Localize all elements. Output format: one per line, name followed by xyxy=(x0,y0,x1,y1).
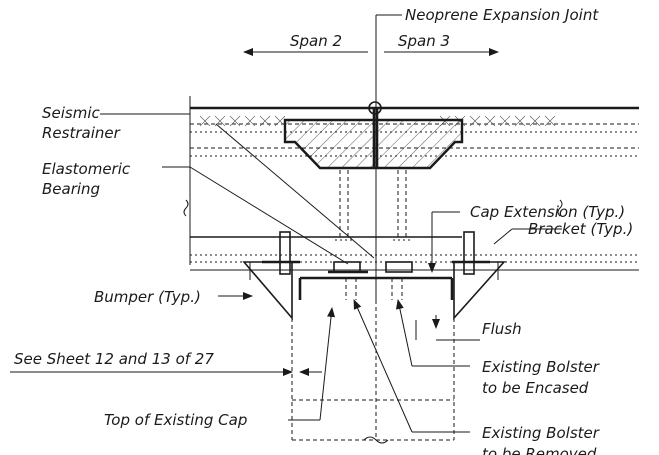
label-top-existing-cap: Top of Existing Cap xyxy=(104,411,247,429)
label-seismic-1: Seismic xyxy=(42,104,101,122)
joint-seal xyxy=(368,101,382,115)
label-bolster-removed-2: to be Removed xyxy=(482,445,597,455)
label-neoprene-joint: Neoprene Expansion Joint xyxy=(405,6,599,24)
label-see-sheet: See Sheet 12 and 13 of 27 xyxy=(14,350,214,368)
label-bolster-encased-1: Existing Bolster xyxy=(482,358,600,376)
label-bracket: Bracket (Typ.) xyxy=(528,220,633,238)
label-bolster-encased-2: to be Encased xyxy=(482,379,589,397)
label-bolster-removed-1: Existing Bolster xyxy=(482,424,600,442)
label-cap-extension: Cap Extension (Typ.) xyxy=(470,203,625,221)
bumper-right xyxy=(453,261,506,321)
label-bumper: Bumper (Typ.) xyxy=(94,288,201,306)
label-span-2: Span 2 xyxy=(290,32,342,50)
label-flush: Flush xyxy=(482,320,522,338)
bumper-left xyxy=(242,261,293,321)
label-seismic-2: Restrainer xyxy=(42,124,121,142)
label-elastomeric-1: Elastomeric xyxy=(42,160,131,178)
elastomeric-bearing-right xyxy=(385,261,413,273)
existing-bolster xyxy=(345,278,403,300)
bracket-right xyxy=(452,231,499,280)
anchor-bars xyxy=(339,170,407,240)
label-elastomeric-2: Bearing xyxy=(42,180,100,198)
seismic-restrainer-line xyxy=(215,123,375,259)
label-span-3: Span 3 xyxy=(398,32,450,50)
